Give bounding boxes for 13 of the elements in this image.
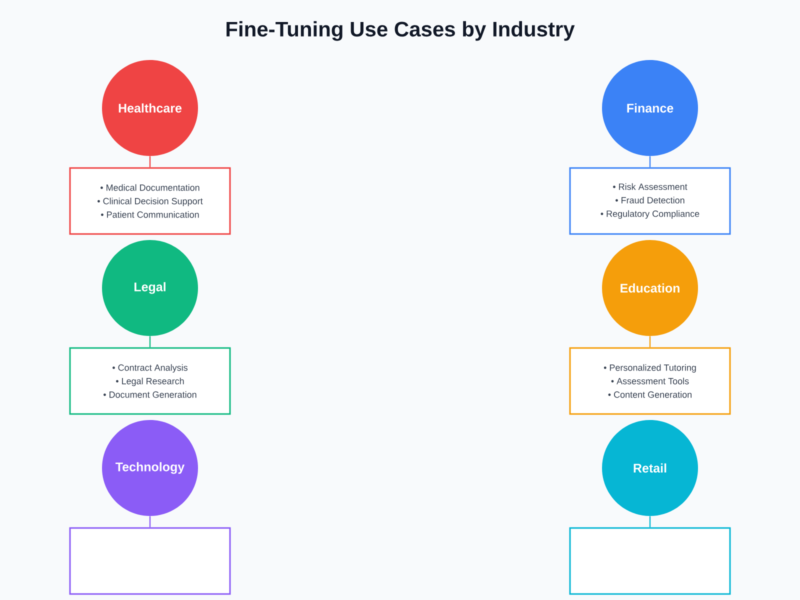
connector-line (649, 156, 651, 168)
connector-line (149, 156, 151, 168)
use-case-box: • Risk Assessment • Fraud Detection • Regulatory Compliance (569, 167, 731, 235)
connector-line (649, 516, 651, 528)
connector-line (149, 516, 151, 528)
use-case-box (569, 527, 731, 595)
use-case-box (69, 527, 231, 595)
use-case-box: • Contract Analysis • Legal Research • Document Generation (69, 347, 231, 415)
connector-line (149, 336, 151, 348)
use-case-box: • Personalized Tutoring • Assessment Tools • Content Generation (569, 347, 731, 415)
use-case-box: • Medical Documentation • Clinical Decision Support • Patient Communication (69, 167, 231, 235)
title: Fine-Tuning Use Cases by Industry (226, 21, 575, 41)
connector-line (649, 336, 651, 348)
